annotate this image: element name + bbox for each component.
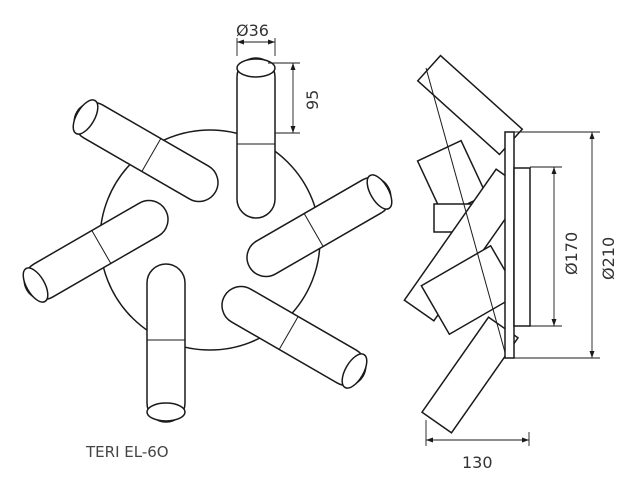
lamp-tube-left	[22, 199, 169, 303]
mounting-plate-inner	[513, 167, 531, 327]
side-tube-6	[420, 316, 520, 434]
dimension-depth	[425, 420, 530, 446]
dimension-tube-length	[268, 62, 300, 134]
dimension-plate-inner	[530, 166, 562, 327]
lamp-tube-top	[236, 57, 276, 219]
front-view: Ø36 95 TERI EL-6O	[22, 21, 393, 461]
dimension-tube-diameter	[236, 38, 276, 56]
model-name: TERI EL-6O	[85, 443, 169, 461]
dimension-label-tube-diameter: Ø36	[236, 21, 269, 40]
dimension-plate-outer	[514, 131, 600, 359]
lamp-tube-lower-right	[221, 285, 368, 389]
lamp-tube-upper-right	[246, 174, 393, 278]
mounting-plate-outer	[504, 131, 515, 359]
lamp-tube-bottom	[146, 263, 186, 423]
side-view: Ø170 Ø210 130	[403, 54, 618, 472]
dimension-label-tube-length: 95	[303, 90, 322, 110]
dimension-label-plate-inner: Ø170	[562, 232, 581, 275]
dimension-label-depth: 130	[462, 453, 493, 472]
dimension-label-plate-outer: Ø210	[599, 237, 618, 280]
lamp-tube-upper-left	[72, 99, 219, 203]
